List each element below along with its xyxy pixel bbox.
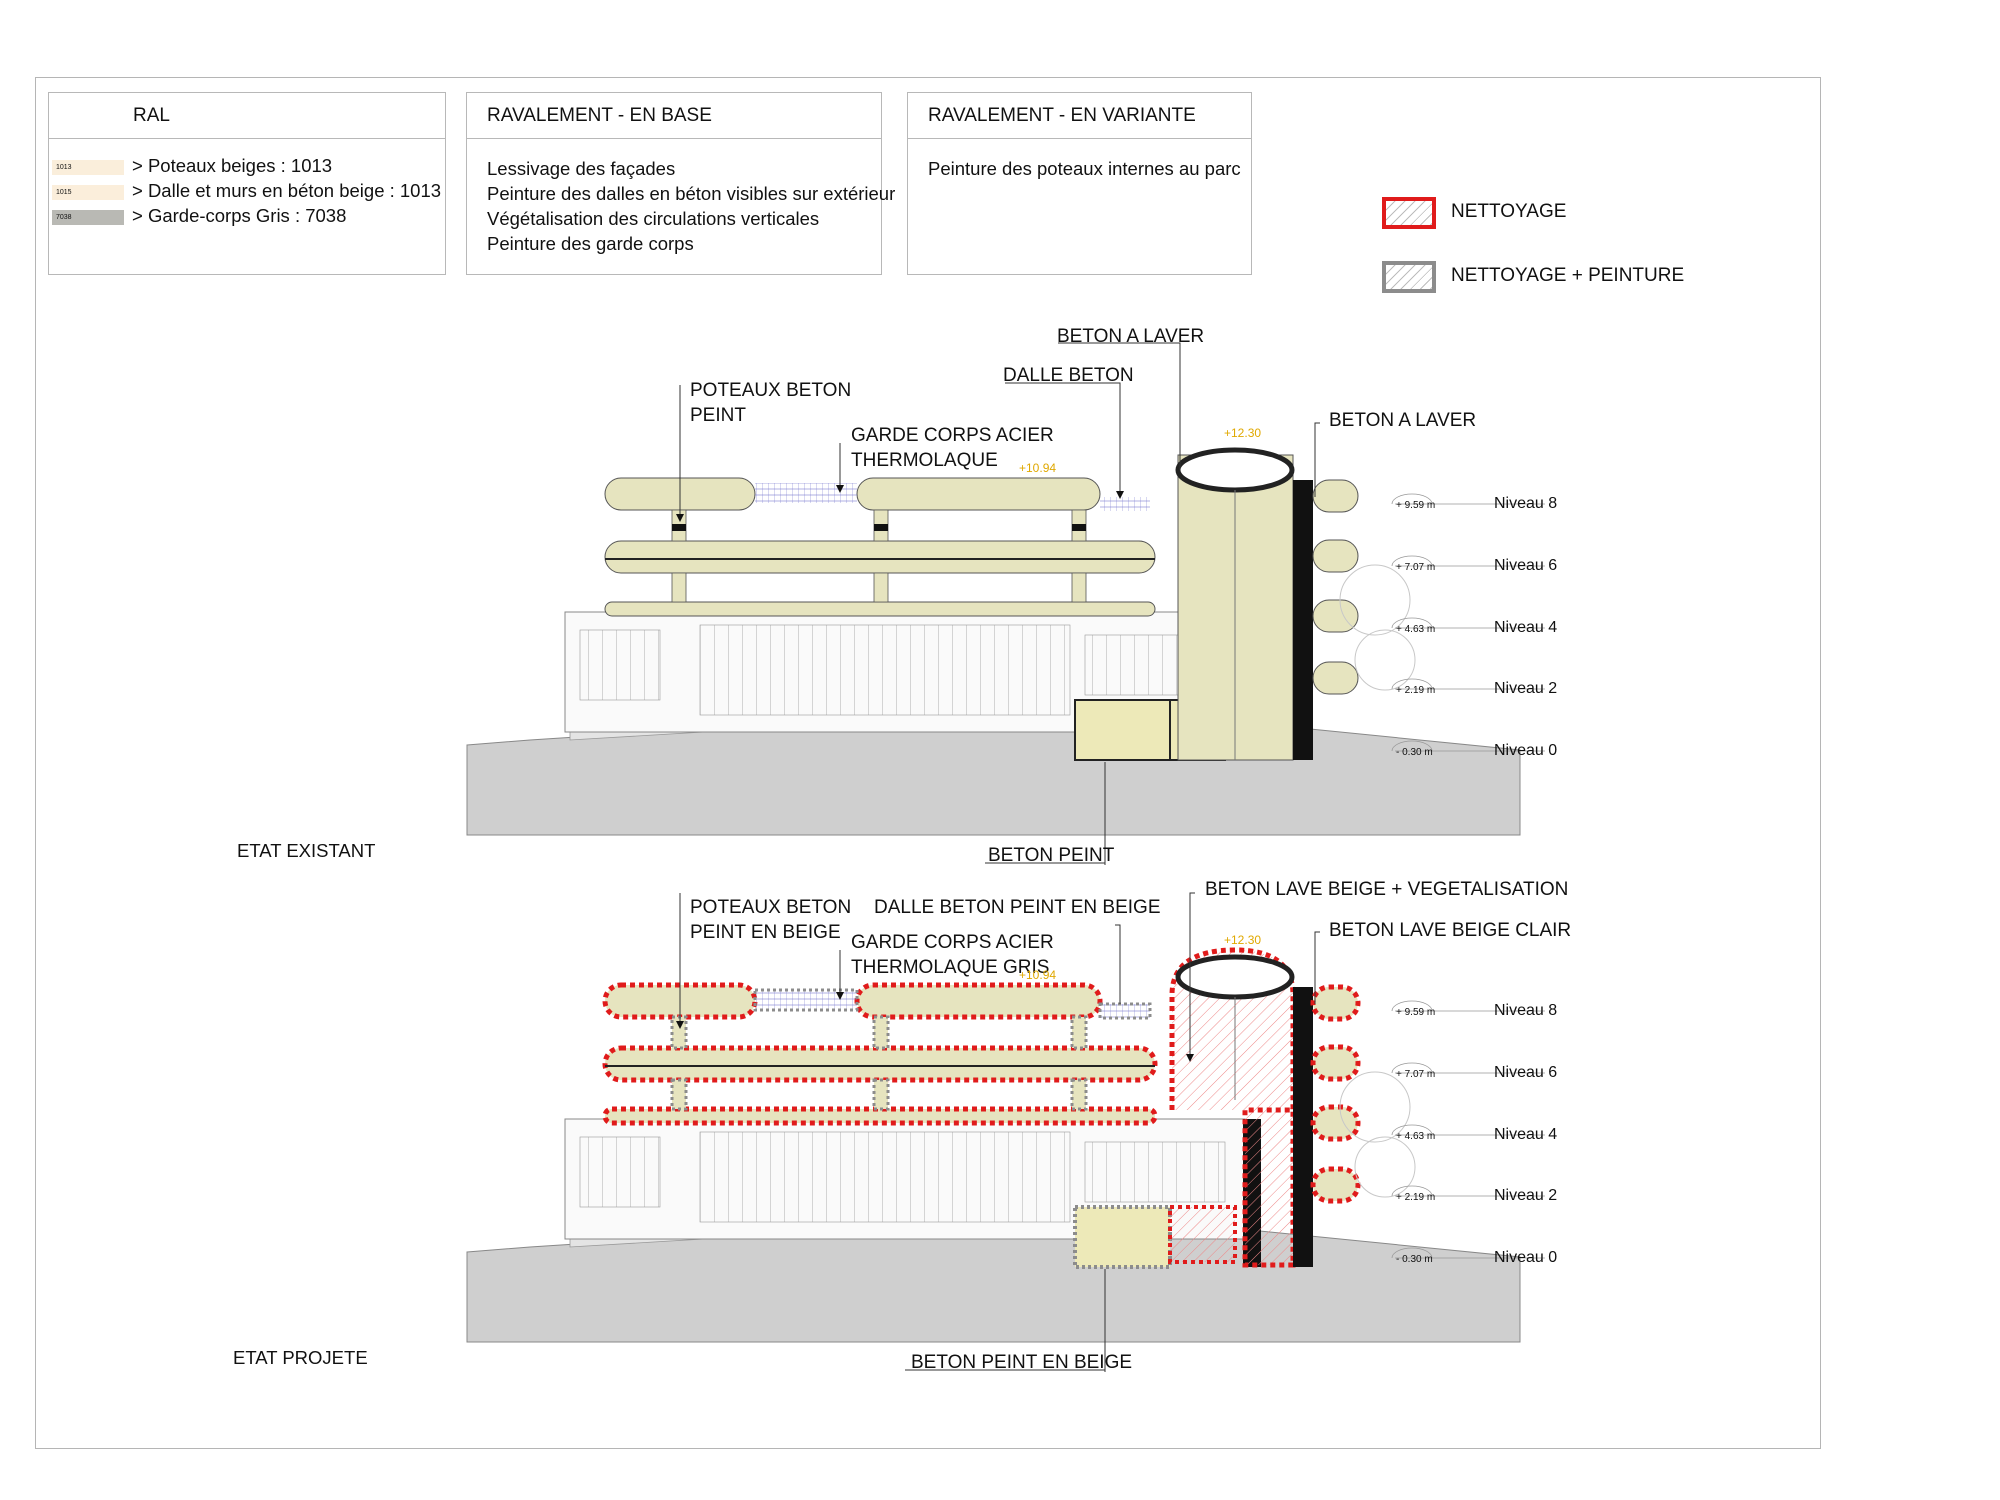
elevation-level-2: + 2.19 m [1396,1192,1436,1203]
level-0-label: Niveau 0 [1494,742,1558,759]
label-dalle-beton-existant: DALLE BETON [1003,365,1134,386]
elevation-1094-existant: +10.94 [1019,461,1057,475]
elevation-1094-projete: +10.94 [1019,968,1057,982]
label-beton-laver-right: BETON A LAVER [1329,410,1477,431]
label-line: THERMOLAQUE GRIS [851,957,1050,978]
elevation-level-8: + 9.59 m [1396,500,1436,511]
elevation-level-6: + 7.07 m [1396,1069,1436,1080]
label-poteaux-beton-existant: POTEAUX BETON PEINT [690,378,851,428]
level-6-label: Niveau 6 [1494,1064,1558,1081]
level-8-label: Niveau 8 [1494,1002,1558,1019]
state-projete: ETAT PROJETE [233,1347,368,1368]
ravalement-base-table: RAVALEMENT - EN BASE Lessivage des façad… [466,92,895,275]
elevation-level-8: + 9.59 m [1396,1007,1436,1018]
base-line: Végétalisation des circulations vertical… [487,208,820,229]
base-line: Peinture des dalles en béton visibles su… [487,183,896,204]
elevation-level-4: + 4.63 m [1396,624,1436,635]
variante-header: RAVALEMENT - EN VARIANTE [908,93,1251,139]
label-poteaux-beton-projete: POTEAUX BETON PEINT EN BEIGE [690,895,851,945]
label-beton-clair: BETON LAVE BEIGE CLAIR [1329,920,1572,941]
label-beton-peint-existant: BETON PEINT [988,845,1115,866]
label-line: GARDE CORPS ACIER [851,932,1054,953]
label-line: THERMOLAQUE [851,450,998,471]
elevation-level-4: + 4.63 m [1396,1131,1436,1142]
label-beton-vegetalisation: BETON LAVE BEIGE + VEGETALISATION [1205,879,1569,900]
elevation-level-6: + 7.07 m [1396,562,1436,573]
level-2-label: Niveau 2 [1494,680,1558,697]
elevation-projete [466,892,1545,1372]
ral-header: RAL [49,93,445,139]
label-line: GARDE CORPS ACIER [851,425,1054,446]
elevation-level-0: - 0.30 m [1396,1254,1433,1265]
level-6-label: Niveau 6 [1494,557,1558,574]
level-4-label: Niveau 4 [1494,619,1558,636]
label-line: PEINT [690,405,746,426]
variante-line: Peinture des poteaux internes au parc [928,158,1241,179]
label-garde-corps-projete: GARDE CORPS ACIER THERMOLAQUE GRIS [851,930,1054,980]
elevation-existant [466,342,1545,865]
ral-row-garde-corps: 7038 > Garde-corps Gris : 7038 [52,205,346,227]
level-8-label: Niveau 8 [1494,495,1558,512]
level-2-label: Niveau 2 [1494,1187,1558,1204]
ral-label-poteaux: > Poteaux beiges : 1013 [132,155,333,176]
ral-label-garde-corps: > Garde-corps Gris : 7038 [132,205,347,226]
state-existant: ETAT EXISTANT [237,840,376,861]
ral-table: RAL 1013 > Poteaux beiges : 1013 1015 > Da… [48,92,446,275]
label-beton-peint-projete: BETON PEINT EN BEIGE [911,1352,1133,1373]
base-line: Lessivage des façades [487,158,676,179]
base-lines: Lessivage des façades Peinture des dalle… [487,156,895,256]
level-0-label: Niveau 0 [1494,1249,1558,1266]
variante-lines: Peinture des poteaux internes au parc [928,156,1241,181]
drawing-sheet [35,77,1821,1449]
ral-swatch-1013: 1013 [52,159,124,175]
ral-row-poteaux: 1013 > Poteaux beiges : 1013 [52,155,332,177]
label-dalle-beton-projete: DALLE BETON PEINT EN BEIGE [874,897,1161,918]
legend-nettoyage-peinture-swatch [1382,261,1436,293]
label-line: PEINT EN BEIGE [690,922,841,943]
level-4-label: Niveau 4 [1494,1126,1558,1143]
ravalement-variante-table: RAVALEMENT - EN VARIANTE Peinture des po… [907,92,1252,275]
legend-nettoyage-swatch [1382,197,1436,229]
label-beton-laver-top: BETON A LAVER [1057,326,1205,347]
label-line: POTEAUX BETON [690,380,852,401]
ral-row-dalle: 1015 > Dalle et murs en béton beige : 101… [52,180,441,202]
elevation-level-2: + 2.19 m [1396,685,1436,696]
ral-label-dalle: > Dalle et murs en béton beige : 1013 [132,180,442,201]
base-header: RAVALEMENT - EN BASE [467,93,881,139]
elevation-1230-existant: +12.30 [1224,426,1262,440]
label-line: POTEAUX BETON [690,897,852,918]
legend-nettoyage-peinture-label: NETTOYAGE + PEINTURE [1451,265,1685,286]
legend-nettoyage-label: NETTOYAGE [1451,201,1567,222]
ral-swatch-1015: 1015 [52,184,124,200]
elevation-level-0: - 0.30 m [1396,747,1433,758]
base-line: Peinture des garde corps [487,233,694,254]
ral-swatch-7038: 7038 [52,209,124,225]
elevation-1230-projete: +12.30 [1224,933,1262,947]
label-garde-corps-existant: GARDE CORPS ACIER THERMOLAQUE [851,423,1054,473]
